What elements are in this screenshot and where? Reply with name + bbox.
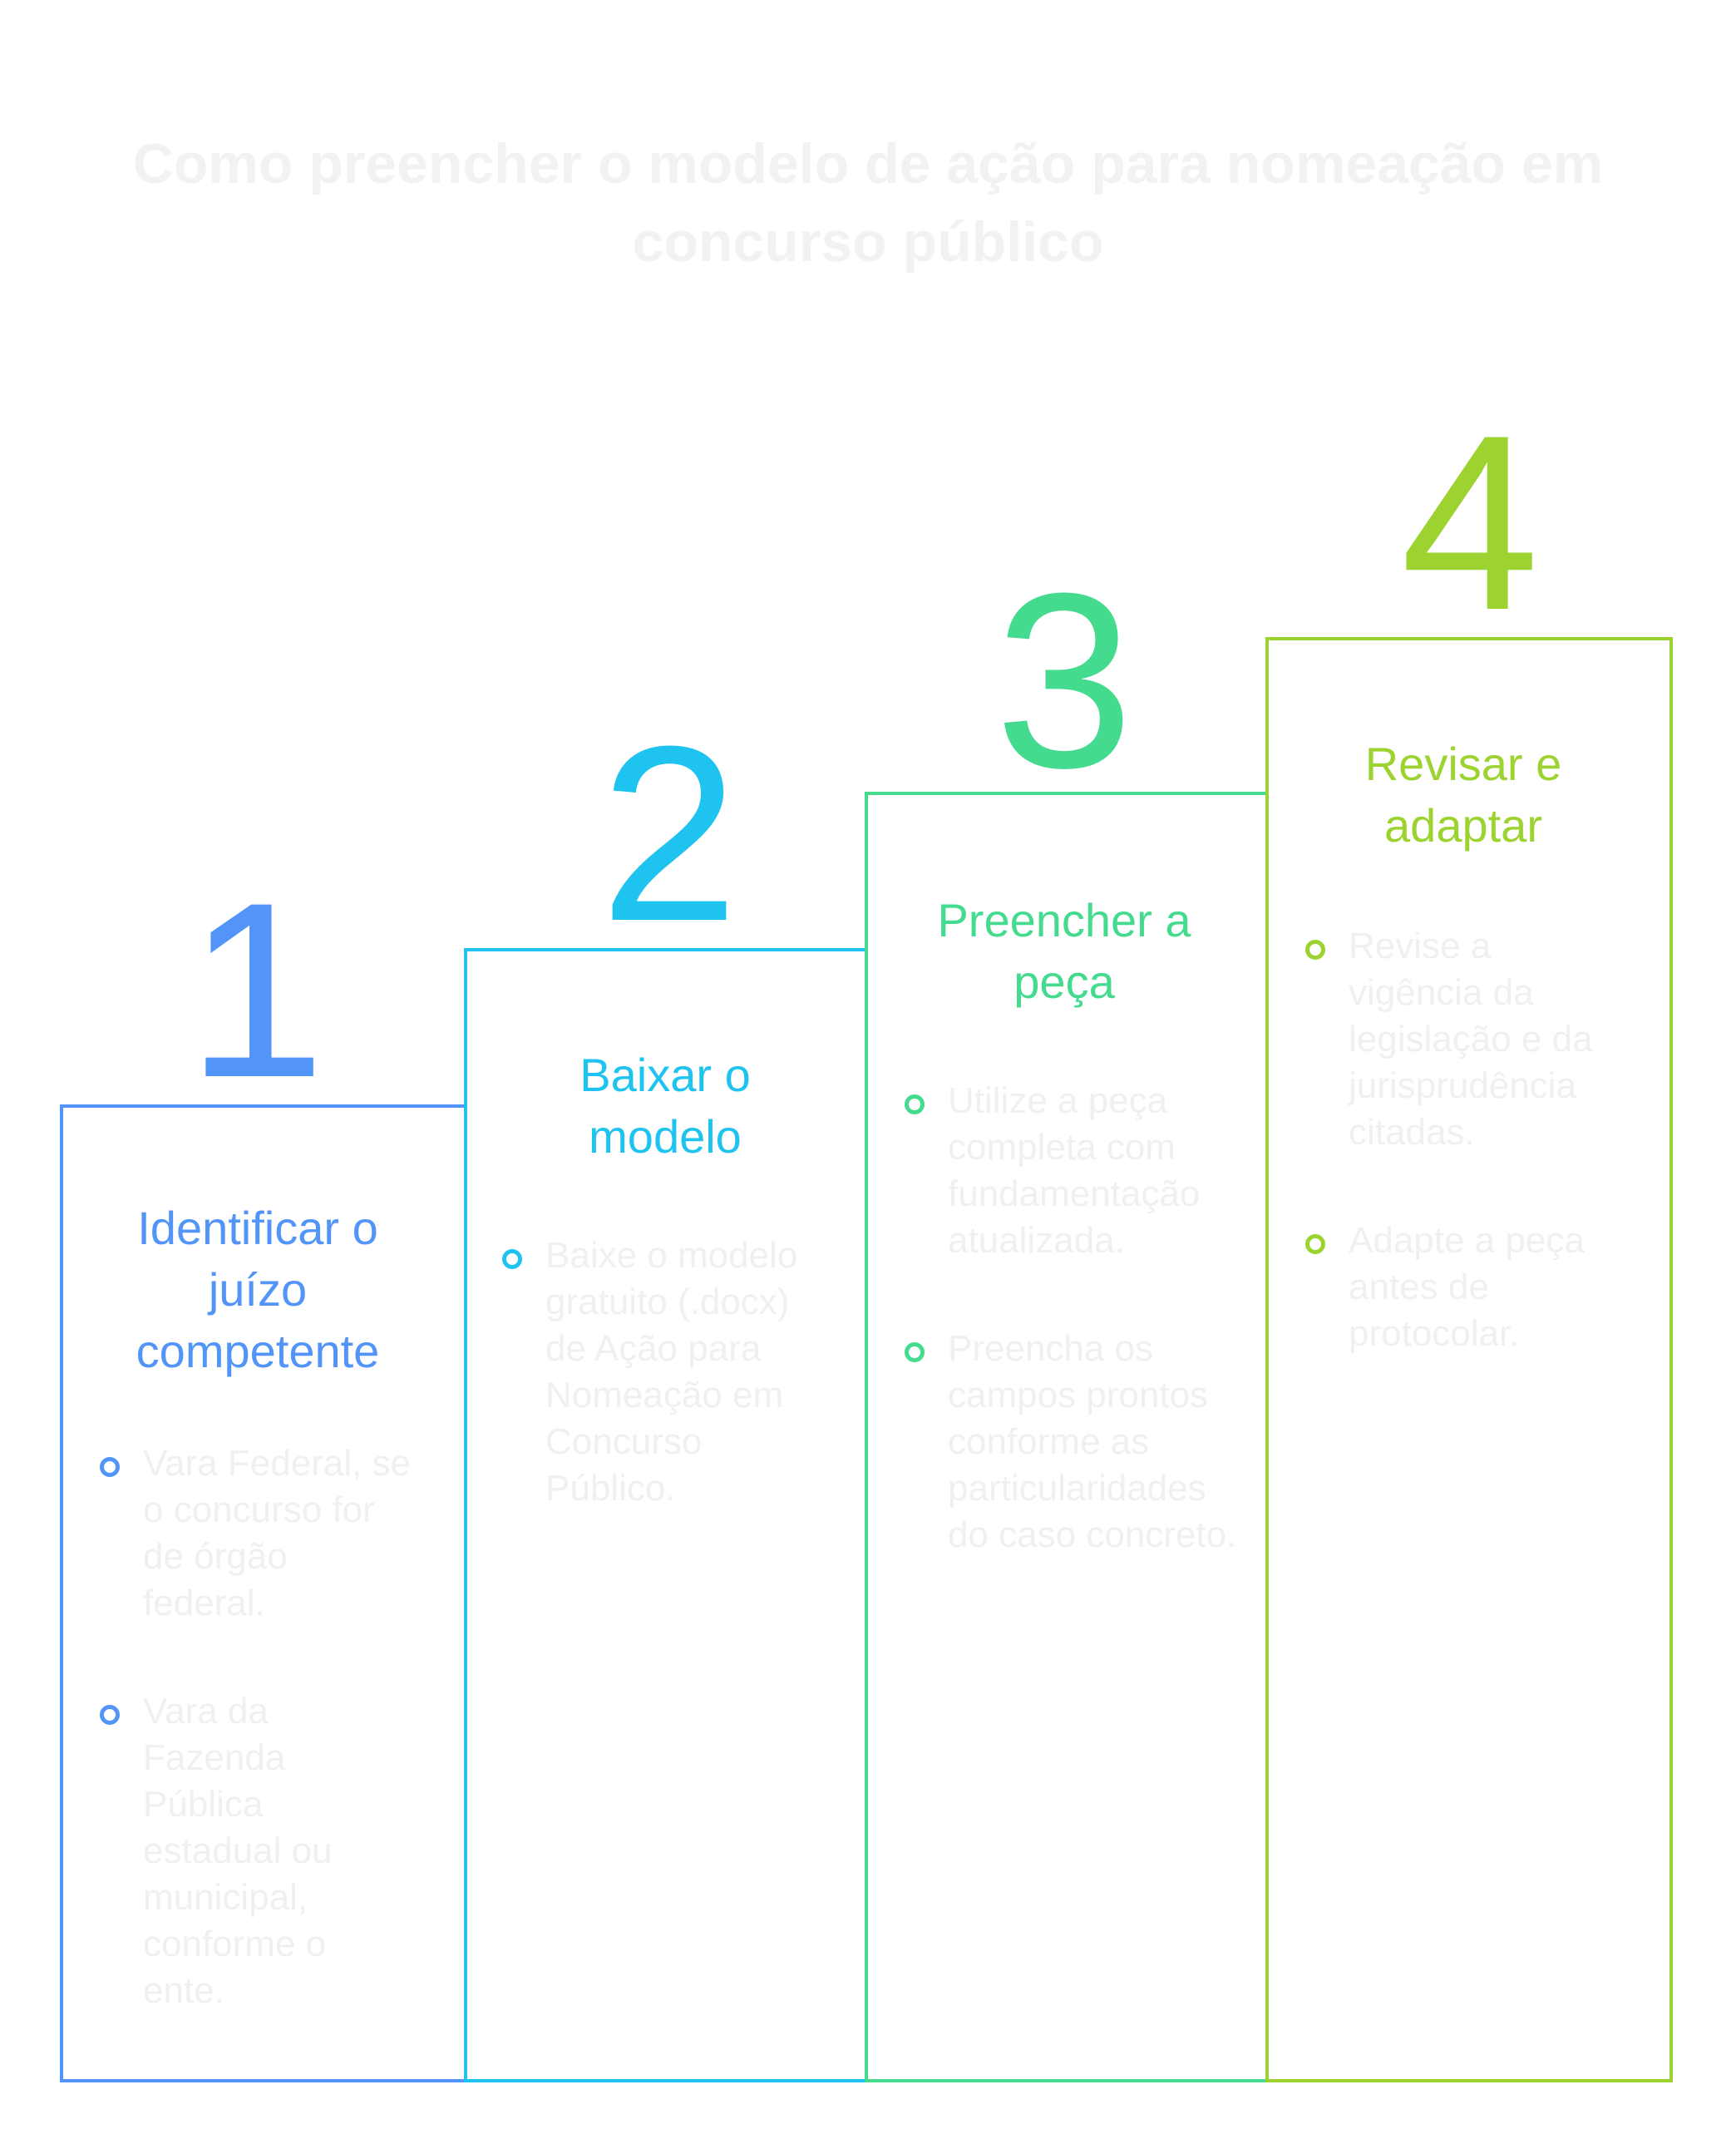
bullet-icon	[100, 1705, 120, 1725]
step-2-item-1-text: Baixe o modelo gratuito (.docx) de Ação …	[545, 1235, 798, 1509]
bullet-icon	[1305, 1234, 1325, 1254]
step-4-item-2-text: Adapte a peça antes de protocolar.	[1349, 1220, 1585, 1354]
step-4-item-1-text: Revise a vigência da legislação e da jur…	[1349, 926, 1593, 1153]
bullet-icon	[905, 1094, 925, 1114]
step-1-title: Identificar o juízo competente	[136, 1202, 380, 1377]
step-3-box	[865, 792, 1272, 2082]
step-1-item-1-text: Vara Federal, se o concurso for de órgão…	[143, 1443, 412, 1623]
step-2-title: Baixar o modelo	[579, 1049, 751, 1163]
step-4-number: 4	[1400, 383, 1540, 662]
step-1-number: 1	[186, 850, 326, 1129]
bullet-icon	[1305, 940, 1325, 960]
bullet-icon	[905, 1342, 925, 1362]
step-2-box	[464, 948, 871, 2082]
step-1-box	[60, 1104, 467, 2082]
step-1-item-2-text: Vara da Fazenda Pública estadual ou muni…	[143, 1691, 333, 2011]
step-3-number: 3	[994, 541, 1134, 820]
step-4-title: Revisar e adaptar	[1364, 738, 1562, 852]
step-2-number: 2	[599, 694, 739, 973]
diagram-title: Como preencher o modelo de ação para nom…	[132, 132, 1604, 274]
step-4-box	[1265, 637, 1673, 2082]
bullet-icon	[100, 1457, 120, 1477]
bullet-icon	[502, 1249, 522, 1269]
step-3-item-2-text: Preencha os campos prontos conforme as p…	[948, 1328, 1237, 1555]
step-3-item-1-text: Utilize a peça completa com fundamentaçã…	[948, 1080, 1201, 1261]
step-3-title: Preencher a peça	[937, 894, 1191, 1008]
